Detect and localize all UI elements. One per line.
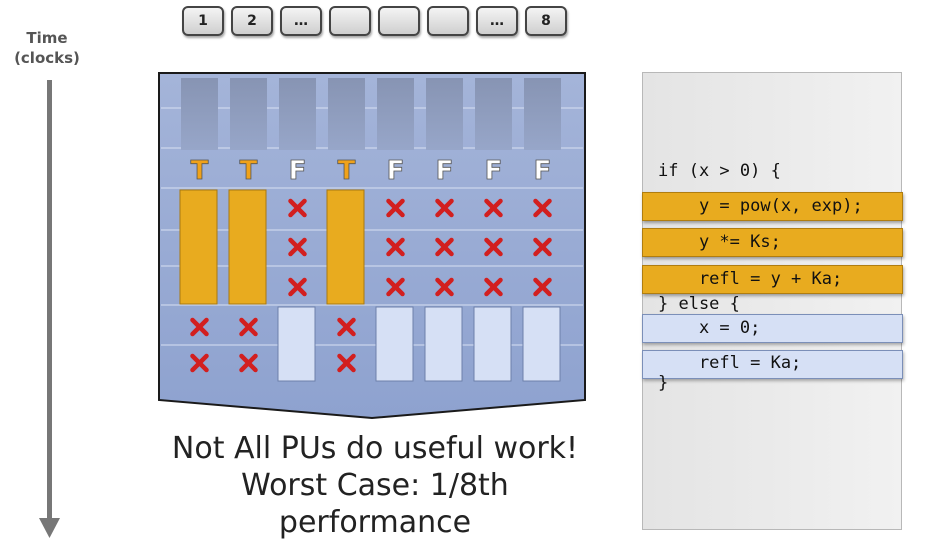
time-axis-label: Time (clocks)	[10, 28, 84, 68]
idle-mark	[239, 353, 258, 373]
lane-outcome-letter: F	[387, 156, 405, 186]
idle-mark	[239, 317, 258, 337]
caption-line-1: Not All PUs do useful work!	[171, 431, 579, 466]
code-panel	[642, 72, 902, 530]
lane-header	[377, 78, 414, 150]
code-then-line-3: refl = y + Ka;	[658, 269, 843, 289]
lane-outcome-letter: T	[240, 156, 258, 186]
pu-box	[329, 6, 371, 36]
idle-mark-stroke	[533, 237, 552, 257]
caption-line-3: performance	[278, 505, 472, 540]
idle-mark-stroke	[484, 198, 503, 218]
idle-mark	[386, 277, 405, 297]
idle-mark-stroke	[239, 353, 258, 373]
idle-mark-stroke	[239, 317, 258, 337]
idle-mark	[435, 198, 454, 218]
lane-outcome-letter: T	[338, 156, 356, 186]
idle-mark	[337, 353, 356, 373]
idle-mark-stroke	[386, 198, 405, 218]
false-path-work-block	[473, 306, 512, 382]
lane-header	[230, 78, 267, 150]
idle-mark-stroke	[435, 237, 454, 257]
lane-outcome-letter: F	[485, 156, 503, 186]
idle-mark	[435, 277, 454, 297]
idle-mark	[533, 237, 552, 257]
pu-box: 2	[231, 6, 273, 36]
diagram-background	[158, 72, 586, 420]
false-path-highlight	[642, 350, 903, 379]
idle-mark-stroke	[190, 353, 209, 373]
idle-mark	[288, 198, 307, 218]
true-path-highlight	[642, 228, 903, 257]
idle-mark	[484, 237, 503, 257]
idle-mark-stroke	[386, 277, 405, 297]
true-path-work-block	[228, 189, 267, 305]
lane-header	[475, 78, 512, 150]
idle-mark	[484, 277, 503, 297]
false-path-highlight	[642, 314, 903, 343]
lane-outcome-letter: F	[534, 156, 552, 186]
idle-mark	[533, 277, 552, 297]
code-if-line: if (x > 0) {	[658, 161, 781, 181]
idle-mark-stroke	[288, 277, 307, 297]
code-then-line-2: y *= Ks;	[658, 232, 781, 252]
true-path-highlight	[642, 192, 903, 221]
idle-mark	[288, 237, 307, 257]
idle-mark-stroke	[386, 237, 405, 257]
lane-outcome-letter: F	[289, 156, 307, 186]
idle-mark	[484, 198, 503, 218]
pu-box: …	[476, 6, 518, 36]
time-label: Time	[26, 29, 68, 47]
idle-mark	[190, 317, 209, 337]
idle-mark	[190, 353, 209, 373]
idle-mark	[288, 277, 307, 297]
pu-box: 8	[525, 6, 567, 36]
pu-box: 1	[182, 6, 224, 36]
pu-box	[427, 6, 469, 36]
true-path-highlight	[642, 265, 903, 294]
lane-outcome-letter: T	[191, 156, 209, 186]
idle-mark-stroke	[337, 317, 356, 337]
false-path-work-block	[424, 306, 463, 382]
idle-mark	[386, 198, 405, 218]
lane-header	[426, 78, 463, 150]
caption: Not All PUs do useful work! Worst Case: …	[140, 430, 610, 541]
idle-mark-stroke	[337, 353, 356, 373]
lane-header	[279, 78, 316, 150]
idle-mark	[435, 237, 454, 257]
false-path-work-block	[375, 306, 414, 382]
false-path-work-block	[522, 306, 561, 382]
idle-mark	[386, 237, 405, 257]
false-path-work-block	[277, 306, 316, 382]
lane-outcome-letter: F	[436, 156, 454, 186]
lane-header	[328, 78, 365, 150]
code-else-line-2: refl = Ka;	[658, 353, 802, 373]
code-else-line: } else {	[658, 294, 740, 314]
time-arrow	[39, 80, 60, 538]
pu-box	[378, 6, 420, 36]
idle-mark-stroke	[288, 237, 307, 257]
idle-mark-stroke	[435, 277, 454, 297]
code-then-line-1: y = pow(x, exp);	[658, 196, 863, 216]
code-close-line: }	[658, 373, 669, 393]
true-path-work-block	[179, 189, 218, 305]
caption-line-2: Worst Case: 1/8th	[241, 468, 509, 503]
pu-box: …	[280, 6, 322, 36]
idle-mark-stroke	[435, 198, 454, 218]
idle-mark-stroke	[533, 277, 552, 297]
idle-mark-stroke	[190, 317, 209, 337]
idle-mark-stroke	[288, 198, 307, 218]
lane-header	[181, 78, 218, 150]
idle-mark-stroke	[484, 237, 503, 257]
idle-mark	[337, 317, 356, 337]
idle-mark	[533, 198, 552, 218]
true-path-work-block	[326, 189, 365, 305]
idle-mark-stroke	[484, 277, 503, 297]
lane-header	[524, 78, 561, 150]
code-else-line-1: x = 0;	[658, 318, 761, 338]
idle-mark-stroke	[533, 198, 552, 218]
clocks-label: (clocks)	[14, 49, 80, 67]
